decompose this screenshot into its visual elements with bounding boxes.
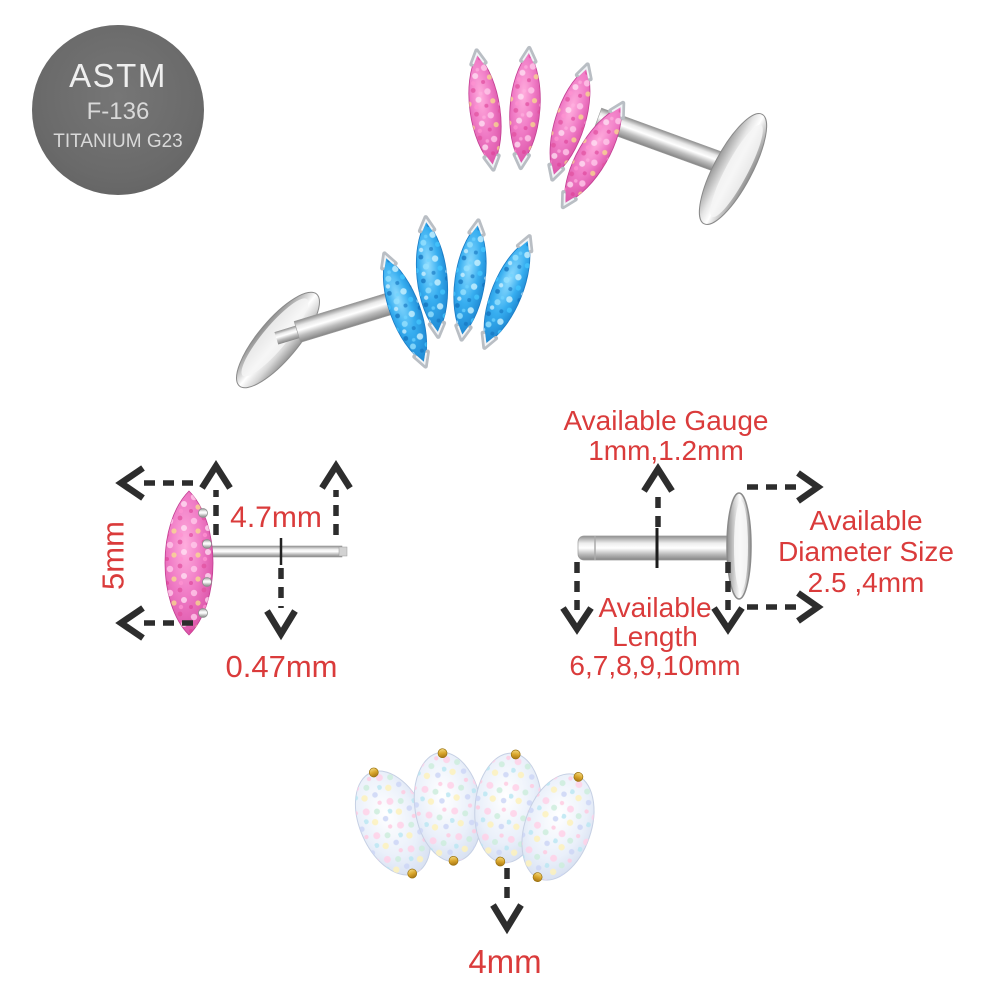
dashed-arrow-down-left-icon — [560, 562, 594, 635]
astm-badge: ASTM F-136 TITANIUM G23 — [32, 25, 204, 195]
post-side-view — [211, 538, 348, 565]
length-label-block: Available Length 6,7,8,9,10mm — [560, 593, 750, 680]
gauge-title: Available Gauge — [563, 405, 769, 436]
diameter-line1: Available — [809, 505, 923, 536]
dashed-arrow-left-bottom-icon — [115, 605, 193, 641]
marquise-stone — [462, 48, 508, 171]
gauge-label-block: Available Gauge 1mm,1.2mm — [549, 406, 783, 466]
length-line2: Length — [612, 621, 698, 652]
stone-side-view — [164, 490, 214, 636]
labret-disc-diagram — [726, 492, 752, 600]
stone-dimension-diagram — [115, 459, 353, 641]
diameter-line2: Diameter Size — [778, 536, 954, 567]
dashed-arrow-down-icon — [264, 568, 298, 641]
stone-height-label: 5mm — [95, 521, 131, 590]
badge-standard-text: ASTM — [69, 57, 167, 94]
length-values: 6,7,8,9,10mm — [569, 650, 741, 681]
dashed-arrow-right-top-icon — [747, 470, 824, 504]
white-opal-cluster-image — [338, 743, 609, 935]
labret-bar-diagram — [577, 528, 740, 568]
badge-grade-text: F-136 — [86, 98, 150, 125]
bottom-stone-size-label: 4mm — [468, 943, 542, 980]
dashed-arrow-up-icon — [319, 459, 353, 535]
dashed-arrow-left-top-icon — [115, 465, 193, 501]
diameter-label-block: Available Diameter Size 2.5 ,4mm — [770, 505, 962, 598]
diameter-values: 2.5 ,4mm — [807, 567, 925, 598]
pink-opal-labret-image — [430, 12, 768, 225]
dashed-arrow-up-icon — [641, 462, 675, 527]
dashed-arrow-down-right-icon — [711, 562, 745, 635]
post-length-label: 4.7mm — [230, 501, 322, 534]
dashed-arrow-right-bottom-icon — [747, 590, 824, 624]
dashed-arrow-up-icon — [199, 459, 233, 535]
length-line1: Available — [598, 592, 712, 623]
blue-opal-labret-image — [236, 198, 557, 389]
dashed-arrow-down-icon — [490, 868, 524, 935]
labret-disc-back — [698, 113, 768, 225]
marquise-stone — [506, 47, 544, 169]
post-thickness-label: 0.47mm — [225, 649, 338, 684]
gauge-values: 1mm,1.2mm — [588, 435, 744, 466]
labret-dimension-diagram — [560, 462, 824, 635]
badge-material-text: TITANIUM G23 — [53, 131, 183, 152]
